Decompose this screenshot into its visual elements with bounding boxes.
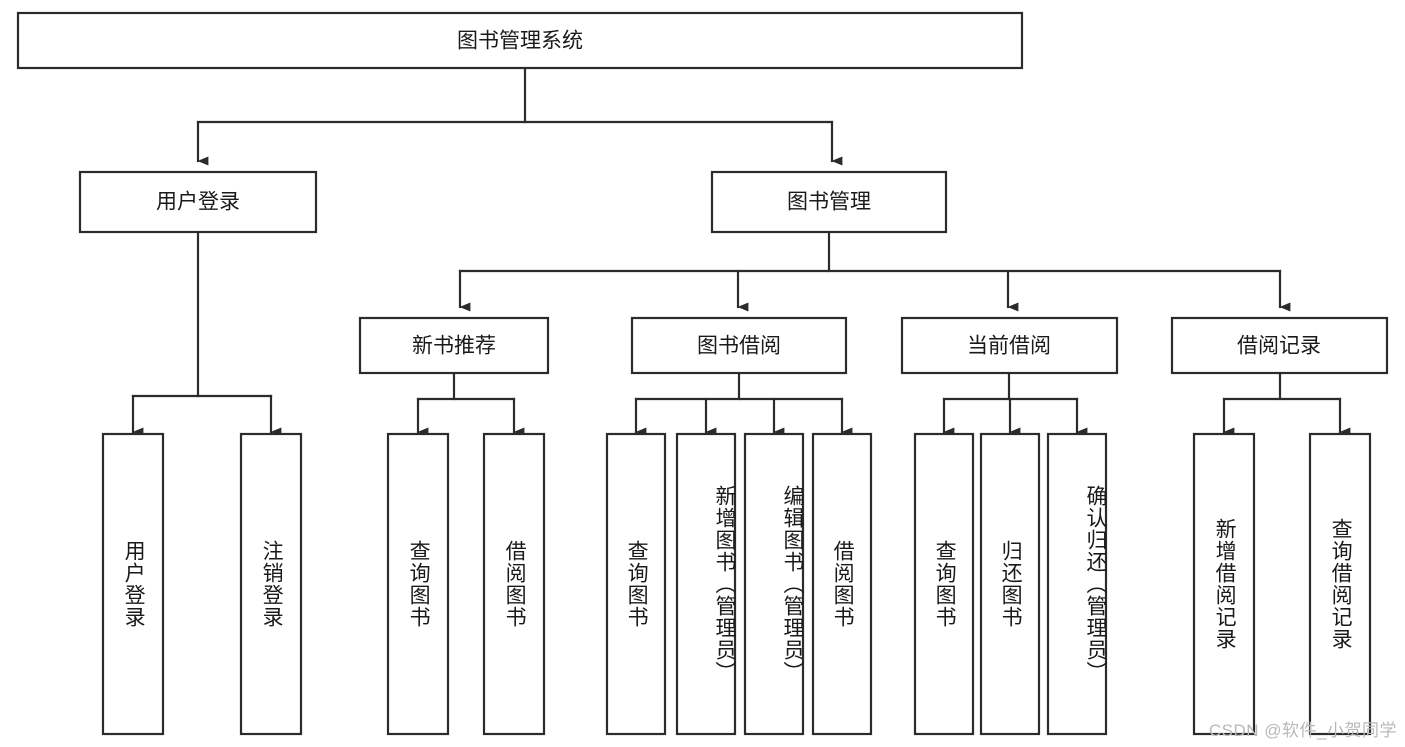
node-book-borrow-rect[interactable] [630, 316, 848, 375]
csdn-watermark: CSDN @软件_小贺同学 [1208, 721, 1397, 740]
node-book-manage-label: 图书管理 [787, 191, 871, 214]
node-book-manage-rect[interactable] [710, 170, 948, 234]
leaf-query-book-borrow-rect[interactable] [605, 432, 667, 736]
leaf-add-book-rect[interactable] [675, 432, 737, 736]
node-user-login-label: 用户登录 [156, 191, 240, 214]
leaf-query-book-recommend-rect[interactable] [386, 432, 450, 736]
leaf-user-login-rect[interactable] [101, 432, 165, 736]
leaf-add-borrow-record-rect[interactable] [1192, 432, 1256, 736]
node-root-rect[interactable] [16, 11, 1024, 70]
connectors-new-book-recommend-to-leaves [416, 371, 525, 437]
connectors-user-login-to-leaves [131, 230, 282, 437]
leaf-query-book-current-rect[interactable] [913, 432, 975, 736]
node-borrow-record-rect[interactable] [1170, 316, 1389, 375]
node-borrow-record[interactable]: 借阅记录 [1170, 316, 1389, 375]
leaf-query-borrow-record-rect[interactable] [1308, 432, 1372, 736]
connectors-borrow-record-to-leaves [1222, 371, 1351, 437]
leaf-edit-book-rect[interactable] [743, 432, 805, 736]
node-book-borrow[interactable]: 图书借阅 [630, 316, 848, 375]
node-user-login-rect[interactable] [78, 170, 318, 234]
node-current-borrow[interactable]: 当前借阅 [900, 316, 1119, 375]
leaf-borrow-book-rect[interactable] [811, 432, 873, 736]
node-root-label: 图书管理系统 [457, 30, 583, 53]
node-new-book-recommend-label: 新书推荐 [412, 335, 496, 358]
leaf-confirm-return-rect[interactable] [1046, 432, 1108, 736]
leaf-logout-rect[interactable] [239, 432, 303, 736]
connectors-current-borrow-to-leaves [942, 371, 1088, 437]
node-borrow-record-label: 借阅记录 [1237, 335, 1321, 358]
node-book-borrow-label: 图书借阅 [697, 335, 781, 358]
node-root[interactable]: 图书管理系统 [16, 11, 1024, 70]
node-current-borrow-rect[interactable] [900, 316, 1119, 375]
connectors-book-manage-to-level3 [458, 230, 1291, 312]
node-new-book-recommend[interactable]: 新书推荐 [358, 316, 550, 375]
node-user-login[interactable]: 用户登录 [78, 170, 318, 234]
connectors-book-borrow-to-leaves [634, 371, 853, 437]
node-current-borrow-label: 当前借阅 [967, 335, 1051, 358]
connectors-root-to-level2 [196, 66, 843, 166]
node-new-book-recommend-rect[interactable] [358, 316, 550, 375]
node-book-manage[interactable]: 图书管理 [710, 170, 948, 234]
leaf-boxes [101, 432, 1372, 736]
leaf-return-book-rect[interactable] [979, 432, 1041, 736]
leaf-borrow-book-recommend-rect[interactable] [482, 432, 546, 736]
